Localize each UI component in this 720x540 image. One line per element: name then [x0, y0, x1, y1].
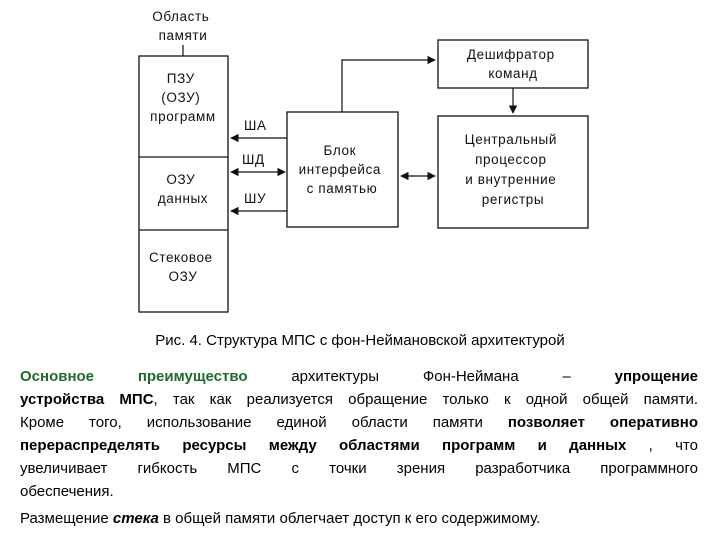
- memory-interface-label: Блок интерфейса с памятью: [299, 143, 386, 196]
- interface-decoder-arrow: [341, 55, 436, 112]
- paragraph-line-1: Основное преимущество архитектуры Фон-Не…: [20, 368, 699, 385]
- instruction-decoder-label: Дешифратор команд: [467, 47, 559, 81]
- paragraph-line-2: устройства МПС, так как реализуется обра…: [20, 391, 698, 408]
- paragraph-line-3: Кроме того, использование единой области…: [20, 414, 698, 431]
- paragraph-stack: Размещение стека в общей памяти облегчае…: [20, 510, 541, 527]
- memory-architecture-diagram: Область памяти ПЗУ (ОЗУ) программ ОЗУ да…: [138, 9, 589, 313]
- paragraph-line-5: увеличивает гибкость МПС с точки зрения …: [20, 460, 698, 477]
- paragraph-line-6: обеспечения.: [20, 483, 114, 500]
- data-bus-label: ШД: [242, 152, 265, 167]
- cpu-block-label: Центральный процессор и внутренние регис…: [465, 132, 562, 207]
- paragraph-main: Основное преимущество архитектуры Фон-Не…: [20, 365, 698, 503]
- figure-caption: Рис. 4. Структура МПС с фон-Неймановской…: [155, 332, 565, 349]
- rom-block-label: ПЗУ (ОЗУ) программ: [150, 71, 216, 124]
- cpu-block: [437, 115, 589, 229]
- control-bus-label: ШУ: [244, 191, 266, 206]
- paragraph-line-4: перераспределять ресурсы между областями…: [20, 437, 698, 454]
- memory-area-label: Область памяти: [152, 9, 214, 43]
- stack-block-label: Стековое ОЗУ: [149, 250, 217, 284]
- address-bus-label: ША: [244, 118, 267, 133]
- ram-data-block-label: ОЗУ данных: [158, 172, 208, 206]
- memory-column: [138, 55, 229, 313]
